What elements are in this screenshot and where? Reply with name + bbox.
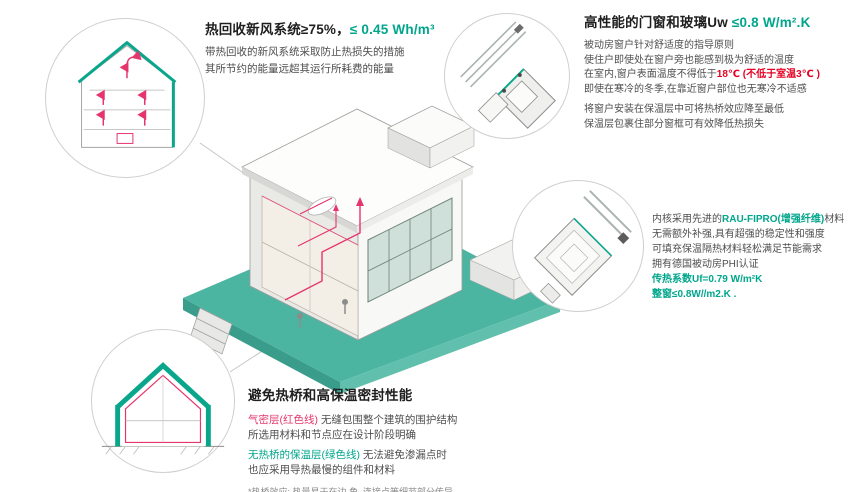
windows-line2: 使住户即使处在窗户旁也能感到极为舒适的温度 bbox=[584, 54, 794, 66]
profile-line1: 内核采用先进的RAU-FIPRO(增强纤维)材料 bbox=[652, 212, 862, 227]
callout-circle-heat-recovery bbox=[45, 18, 205, 178]
thermal-line3-text: 无法避免渗漏点时 bbox=[360, 449, 447, 461]
thermal-line2: 所选用材料和节点应在设计阶段明确 bbox=[248, 428, 416, 441]
callout-circle-window-profile bbox=[512, 180, 644, 312]
windows-line4: 即使在寒冷的冬季,在靠近窗户部位也无寒冷不适感 bbox=[584, 83, 807, 95]
windows-title-value: ≤0.8 W/m².K bbox=[731, 15, 811, 30]
windows-line3: 在室内,窗户表面温度不得低于18℃ (不低于室温3℃ ) bbox=[584, 68, 859, 83]
heat-recovery-section-illustration bbox=[77, 40, 177, 148]
thermal-footnote: *热桥效应: 热量易于在边,角, 连接点等细节部分传导 bbox=[248, 487, 454, 492]
heat-recovery-section: 热回收新风系统≥75%，≤ 0.45 Wh/m³ 带热回收的新风系统采取防止热损… bbox=[205, 18, 550, 77]
heat-recovery-line2: 其所节约的能量远超其运行所耗费的能量 bbox=[205, 63, 394, 75]
heat-recovery-line1: 带热回收的新风系统采取防止热损失的措施 bbox=[205, 46, 405, 58]
insulation-layer-label: 无热桥的保温层(绿色线) bbox=[248, 449, 360, 461]
thermal-bridge-section: 避免热桥和高保温密封性能 气密层(红色线) 无缝包围整个建筑的围护结构 所选用材… bbox=[248, 384, 588, 492]
heat-recovery-title-text: 热回收新风系统≥75%， bbox=[205, 22, 350, 37]
insulation-section-illustration bbox=[101, 362, 225, 455]
windows-section: 高性能的门窗和玻璃Uw ≤0.8 W/m².K 被动房窗户针对舒适度的指导原则 … bbox=[584, 11, 859, 132]
windows-line5: 将窗户安装在保温层中可将热桥效应降至最低 bbox=[584, 104, 784, 115]
thermal-line1: 气密层(红色线) 无缝包围整个建筑的围护结构 bbox=[248, 413, 588, 428]
profile-line2: 无需额外补强,具有超强的稳定性和强度 bbox=[652, 229, 825, 240]
profile-line1-text2: 材料 bbox=[824, 214, 845, 225]
callout-circle-window-corner bbox=[444, 13, 570, 139]
window-corner-illustration bbox=[460, 21, 556, 129]
profile-line1-material: RAU-FIPRO(增强纤维) bbox=[722, 214, 825, 225]
windows-line6: 保温层包裹住部分窗框可有效降低热损失 bbox=[584, 118, 764, 130]
profile-line3: 可填充保温隔热材料轻松满足节能需求 bbox=[652, 244, 822, 255]
profile-uw-value: 整窗≤0.8W//m2.K . bbox=[652, 289, 737, 300]
profile-uf-value: 传热系数Uf=0.79 W/m²K bbox=[652, 274, 763, 285]
heat-recovery-title-value: ≤ 0.45 Wh/m³ bbox=[349, 22, 435, 37]
ventilation-duct-lines bbox=[284, 197, 361, 301]
heat-recovery-title: 热回收新风系统≥75%，≤ 0.45 Wh/m³ bbox=[205, 18, 550, 38]
house-main-block bbox=[241, 105, 475, 341]
windows-line3-text: 在室内,窗户表面温度不得低于 bbox=[584, 69, 717, 80]
thermal-title: 避免热桥和高保温密封性能 bbox=[248, 388, 413, 403]
thermal-line4: 也应采用导热最慢的组件和材料 bbox=[248, 463, 395, 476]
thermal-line3: 无热桥的保温层(绿色线) 无法避免渗漏点时 bbox=[248, 448, 588, 463]
profile-material-section: 内核采用先进的RAU-FIPRO(增强纤维)材料 无需额外补强,具有超强的稳定性… bbox=[652, 212, 862, 302]
thermal-line1-text: 无缝包围整个建筑的围护结构 bbox=[318, 414, 458, 426]
windows-line1: 被动房窗户针对舒适度的指导原则 bbox=[584, 40, 734, 51]
people-figures bbox=[297, 299, 348, 328]
airtight-layer-label: 气密层(红色线) bbox=[248, 414, 318, 426]
windows-line3-temperature: 18℃ (不低于室温3℃ ) bbox=[716, 69, 820, 80]
profile-line1-text1: 内核采用先进的 bbox=[652, 214, 722, 225]
window-profile-illustration bbox=[533, 190, 632, 304]
profile-line4: 拥有德国被动房PHI认证 bbox=[652, 259, 759, 270]
windows-title: 高性能的门窗和玻璃Uw ≤0.8 W/m².K bbox=[584, 11, 859, 31]
windows-title-text: 高性能的门窗和玻璃Uw bbox=[584, 15, 732, 30]
callout-circle-insulation-section bbox=[91, 329, 235, 473]
